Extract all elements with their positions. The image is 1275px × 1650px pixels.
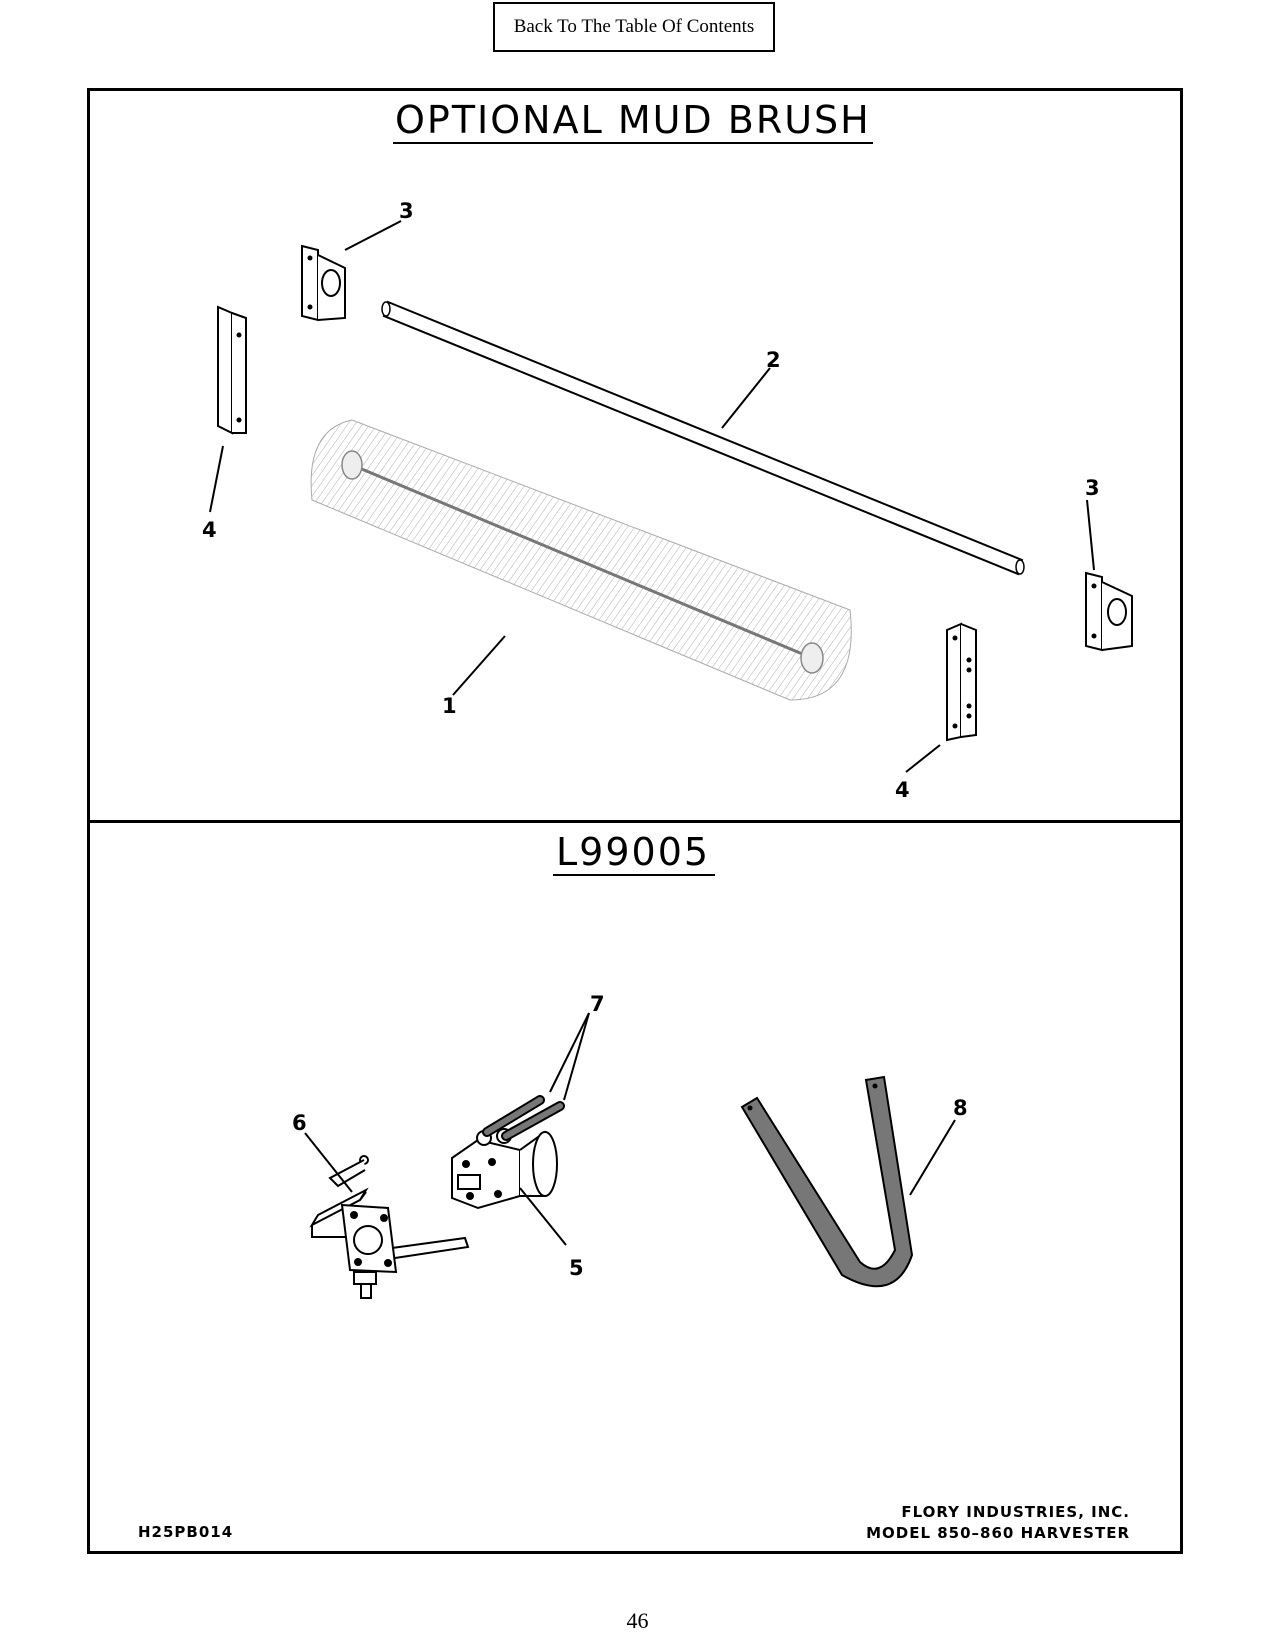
callout-5: 5 xyxy=(569,1256,584,1280)
upper-panel-title: OPTIONAL MUD BRUSH xyxy=(395,98,871,142)
bearing-bracket-right xyxy=(1085,571,1133,652)
hydraulic-hoses xyxy=(482,1095,565,1141)
lower-leader-lines xyxy=(304,1012,956,1246)
panel-divider xyxy=(87,820,1183,823)
callout-3-right: 3 xyxy=(1085,476,1100,500)
angle-mount-left xyxy=(217,305,247,435)
bearing-bracket-left xyxy=(301,244,346,322)
callout-4-right: 4 xyxy=(895,778,910,802)
callout-4-left: 4 xyxy=(202,518,217,542)
upper-leader-lines xyxy=(209,220,1095,773)
model-name: MODEL 850–860 HARVESTER xyxy=(866,1524,1130,1542)
company-name: FLORY INDUSTRIES, INC. xyxy=(901,1503,1130,1521)
upper-title-underline xyxy=(393,142,873,144)
drive-belt xyxy=(740,1075,914,1288)
lower-title-underline xyxy=(553,874,715,876)
callout-2: 2 xyxy=(766,348,781,372)
drawing-number: H25PB014 xyxy=(138,1523,234,1541)
callout-1: 1 xyxy=(442,694,457,718)
callout-8: 8 xyxy=(953,1096,968,1120)
back-to-toc-button[interactable]: Back To The Table Of Contents xyxy=(493,2,775,52)
lower-panel-title: L99005 xyxy=(556,830,711,874)
page-number: 46 xyxy=(626,1608,649,1633)
title-block: FLORY INDUSTRIES, INC. MODEL 850–860 HAR… xyxy=(866,1502,1130,1544)
brush-shaft xyxy=(381,300,1025,576)
callout-3-upper-left: 3 xyxy=(399,199,414,223)
motor-mount xyxy=(309,1155,470,1299)
callout-6: 6 xyxy=(292,1111,307,1135)
callout-7: 7 xyxy=(590,992,605,1016)
hydraulic-motor xyxy=(451,1128,558,1210)
brush-roller xyxy=(310,419,852,701)
angle-mount-right xyxy=(946,622,977,742)
